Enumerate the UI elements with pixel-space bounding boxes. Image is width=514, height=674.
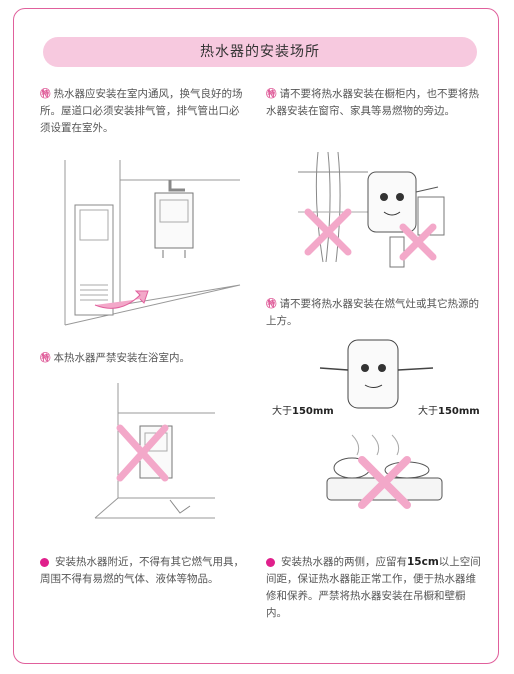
clearance-heater-illustration	[319, 339, 434, 409]
page-title: 热水器的安装场所	[43, 37, 477, 67]
clearance-right-prefix: 大于	[418, 406, 438, 417]
note-ventilation-text: 热水器应安装在室内通风，换气良好的场所。屋道口必须安装排气管，排气管出口必须设置…	[40, 88, 243, 134]
note-flammable: 安装热水器附近，不得有其它燃气用具，周围不得有易燃的气体、液体等物品。	[40, 554, 245, 588]
marker-icon: ㊕	[40, 352, 51, 364]
curtain-flammables-illustration	[298, 151, 445, 268]
note-ventilation: ㊕热水器应安装在室内通风，换气良好的场所。屋道口必须安装排气管，排气管出口必须设…	[40, 86, 245, 137]
bullet-dot-icon	[266, 557, 275, 567]
note-clearance-value: 15cm	[407, 556, 439, 568]
note-clearance-post: 以上空间间距，保证热水器能正常工作，便于热水器维修和保养。严禁将热水器安装在吊橱…	[266, 556, 481, 619]
clearance-left-prefix: 大于	[272, 406, 292, 417]
note-stove: ㊕请不要将热水器安装在燃气灶或其它热源的上方。	[266, 296, 481, 330]
clearance-right-value: 150mm	[438, 406, 480, 417]
clearance-left-value: 150mm	[292, 406, 334, 417]
marker-icon: ㊕	[266, 298, 277, 310]
note-bathroom: ㊕本热水器严禁安装在浴室内。	[40, 350, 245, 367]
note-flammable-text: 安装热水器附近，不得有其它燃气用具，周围不得有易燃的气体、液体等物品。	[40, 556, 244, 585]
stove-illustration	[326, 434, 443, 509]
bathroom-illustration	[94, 383, 215, 519]
note-bathroom-text: 本热水器严禁安装在浴室内。	[53, 352, 191, 364]
clearance-right-label: 大于150mm	[418, 402, 480, 417]
note-cabinet-text: 请不要将热水器安装在橱柜内，也不要将热水器安装在窗帘、家具等易燃物的旁边。	[266, 88, 479, 117]
marker-icon: ㊕	[266, 88, 277, 100]
note-stove-text: 请不要将热水器安装在燃气灶或其它热源的上方。	[266, 298, 479, 327]
page-frame	[13, 8, 499, 664]
note-clearance-pre: 安装热水器的两侧，应留有	[281, 556, 407, 568]
ventilated-room-illustration	[64, 160, 241, 326]
marker-icon: ㊕	[40, 88, 51, 100]
note-cabinet: ㊕请不要将热水器安装在橱柜内，也不要将热水器安装在窗帘、家具等易燃物的旁边。	[266, 86, 481, 120]
bullet-dot-icon	[40, 557, 49, 567]
note-clearance: 安装热水器的两侧，应留有15cm以上空间间距，保证热水器能正常工作，便于热水器维…	[266, 554, 481, 622]
clearance-left-label: 大于150mm	[272, 402, 334, 417]
